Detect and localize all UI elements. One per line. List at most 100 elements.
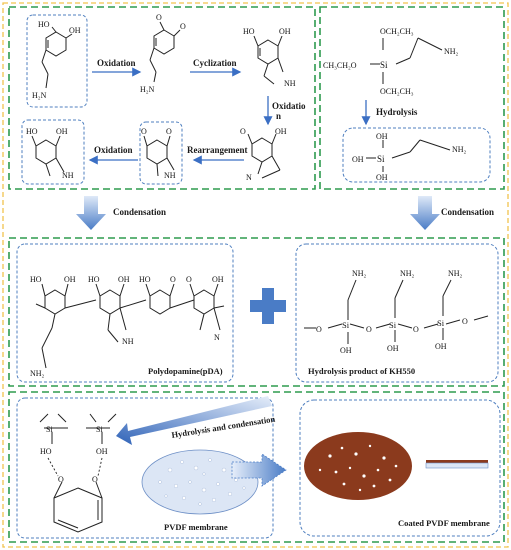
silanetriol-nh2: NH₂ <box>452 145 467 154</box>
coated-pores <box>318 444 398 492</box>
coating-arrow <box>231 453 287 487</box>
pda-oh-4: OH <box>212 275 224 284</box>
leuco-oh: OH <box>279 27 291 36</box>
kh550p-si-2: Si <box>389 320 397 330</box>
pda-nh2: NH₂ <box>30 369 45 378</box>
pda-box <box>16 243 234 383</box>
condensation-arrow-left <box>76 196 106 230</box>
kh550-och2ch3-top: OCH₂CH₃ <box>380 27 414 36</box>
bottom-panel <box>8 391 505 543</box>
pda-ho-3: HO <box>139 275 151 284</box>
silanol-si-1: Si <box>46 425 53 434</box>
kh550p-o-2: O <box>366 325 372 334</box>
kh550p-nh2-3: NH₂ <box>448 269 463 278</box>
kh550p-nh2-2: NH₂ <box>400 269 415 278</box>
label-oxidation-2a: Oxidatio <box>272 101 306 111</box>
kh550-molecule <box>370 37 443 84</box>
pvdf-pores <box>158 458 246 506</box>
dopamine-ho: HO <box>38 20 50 29</box>
dihydroxyindole-nh: NH <box>62 171 74 180</box>
dihydroxyindole-box <box>21 119 85 185</box>
pda-ho-2: HO <box>88 275 100 284</box>
dopamine-oh: OH <box>69 26 81 35</box>
middle-panel <box>8 237 505 387</box>
kh550-product-structure <box>304 279 489 344</box>
label-hydrolysis: Hydrolysis <box>376 107 418 117</box>
label-oxidation-2b: n <box>276 111 281 121</box>
leucodopaminechrome-molecule <box>253 35 284 85</box>
reaction-box <box>16 397 274 539</box>
kh550p-oh-2: OH <box>387 344 399 353</box>
label-coated: Coated PVDF membrane <box>398 518 490 528</box>
dopamine-panel <box>8 6 316 190</box>
kh550p-o-1: O <box>316 325 322 334</box>
pda-oh-2: OH <box>118 275 130 284</box>
kh550p-nh2-1: NH₂ <box>352 269 367 278</box>
dopaminechrome-oh: OH <box>275 127 287 136</box>
dopaquinone-o2: O <box>180 22 186 31</box>
dihydroxyindole-oh: OH <box>56 127 68 136</box>
hydrolysis-condensation-arrow <box>116 396 272 445</box>
label-pda: Polydopamine(pDA) <box>148 366 223 376</box>
dihydroxyindole-molecule <box>31 135 65 177</box>
label-oxidation-1: Oxidation <box>97 58 136 68</box>
kh550p-oh-1: OH <box>340 346 352 355</box>
pda-n: N <box>214 333 220 342</box>
leuco-ho: HO <box>243 27 255 36</box>
pda-nh: NH <box>122 337 134 346</box>
kh550-nh2: NH₂ <box>444 47 459 56</box>
dopaminechrome-o: O <box>240 127 246 136</box>
dopaquinone-h2n: H₂N <box>140 85 155 94</box>
pda-structure <box>35 283 225 369</box>
silanol-si-2: Si <box>96 425 103 434</box>
quinone-o-2: O <box>92 475 98 484</box>
dopamine-h2n: H₂N <box>32 91 47 100</box>
coated-cross-section-body <box>425 462 489 469</box>
silanetriol-molecule <box>366 139 451 172</box>
silanol-oh: OH <box>96 447 108 456</box>
kh550-ch3ch2o: CH₃CH₂O <box>323 61 357 70</box>
kh550-si: Si <box>380 60 388 70</box>
dopaquinone-molecule <box>149 21 181 83</box>
dopaminechrome-n: N <box>246 173 252 182</box>
pda-o-3: O <box>170 275 176 284</box>
label-cyclization: Cyclization <box>193 58 237 68</box>
hbond-2 <box>97 457 103 477</box>
dihydroxyindole-ho: HO <box>26 127 38 136</box>
kh550p-si-3: Si <box>437 318 445 328</box>
indolequinone-o1: O <box>141 127 147 136</box>
silanetriol-oh-top: OH <box>376 132 388 141</box>
pda-oh-1: OH <box>64 275 76 284</box>
pda-o-4: O <box>186 275 192 284</box>
kh550p-si-1: Si <box>342 320 350 330</box>
kh550-och2ch3-bottom: OCH₂CH₃ <box>380 87 414 96</box>
condensation-arrow-right <box>410 196 440 230</box>
indolequinone-nh: NH <box>164 171 176 180</box>
indolequinone-molecule <box>143 135 175 177</box>
leuco-nh: NH <box>284 79 296 88</box>
indolequinone-box <box>139 121 183 185</box>
label-pvdf: PVDF membrane <box>164 522 228 532</box>
dopaminechrome-molecule <box>247 133 281 179</box>
silanetriol-oh-bottom: OH <box>376 173 388 182</box>
label-oxidation-3: Oxidation <box>94 145 133 155</box>
kh550p-o-4: O <box>462 317 468 326</box>
silanetriol-si: Si <box>377 154 385 164</box>
kh550p-oh-3: OH <box>435 342 447 351</box>
kh550-panel <box>319 6 505 190</box>
quinone-ring <box>53 481 103 533</box>
dopamine-box <box>26 14 88 108</box>
silanetriol-oh-left: OH <box>352 155 364 164</box>
coated-membrane-ellipse <box>304 432 412 500</box>
kh550p-o-3: O <box>413 325 419 334</box>
silanetriol-box <box>342 127 491 183</box>
hbond-1 <box>47 457 59 477</box>
dopaquinone-o1: O <box>156 13 162 22</box>
coated-box <box>299 399 501 537</box>
plus-icon <box>250 288 286 324</box>
pvdf-membrane-ellipse <box>141 449 259 515</box>
label-condensation-right: Condensation <box>441 207 494 217</box>
